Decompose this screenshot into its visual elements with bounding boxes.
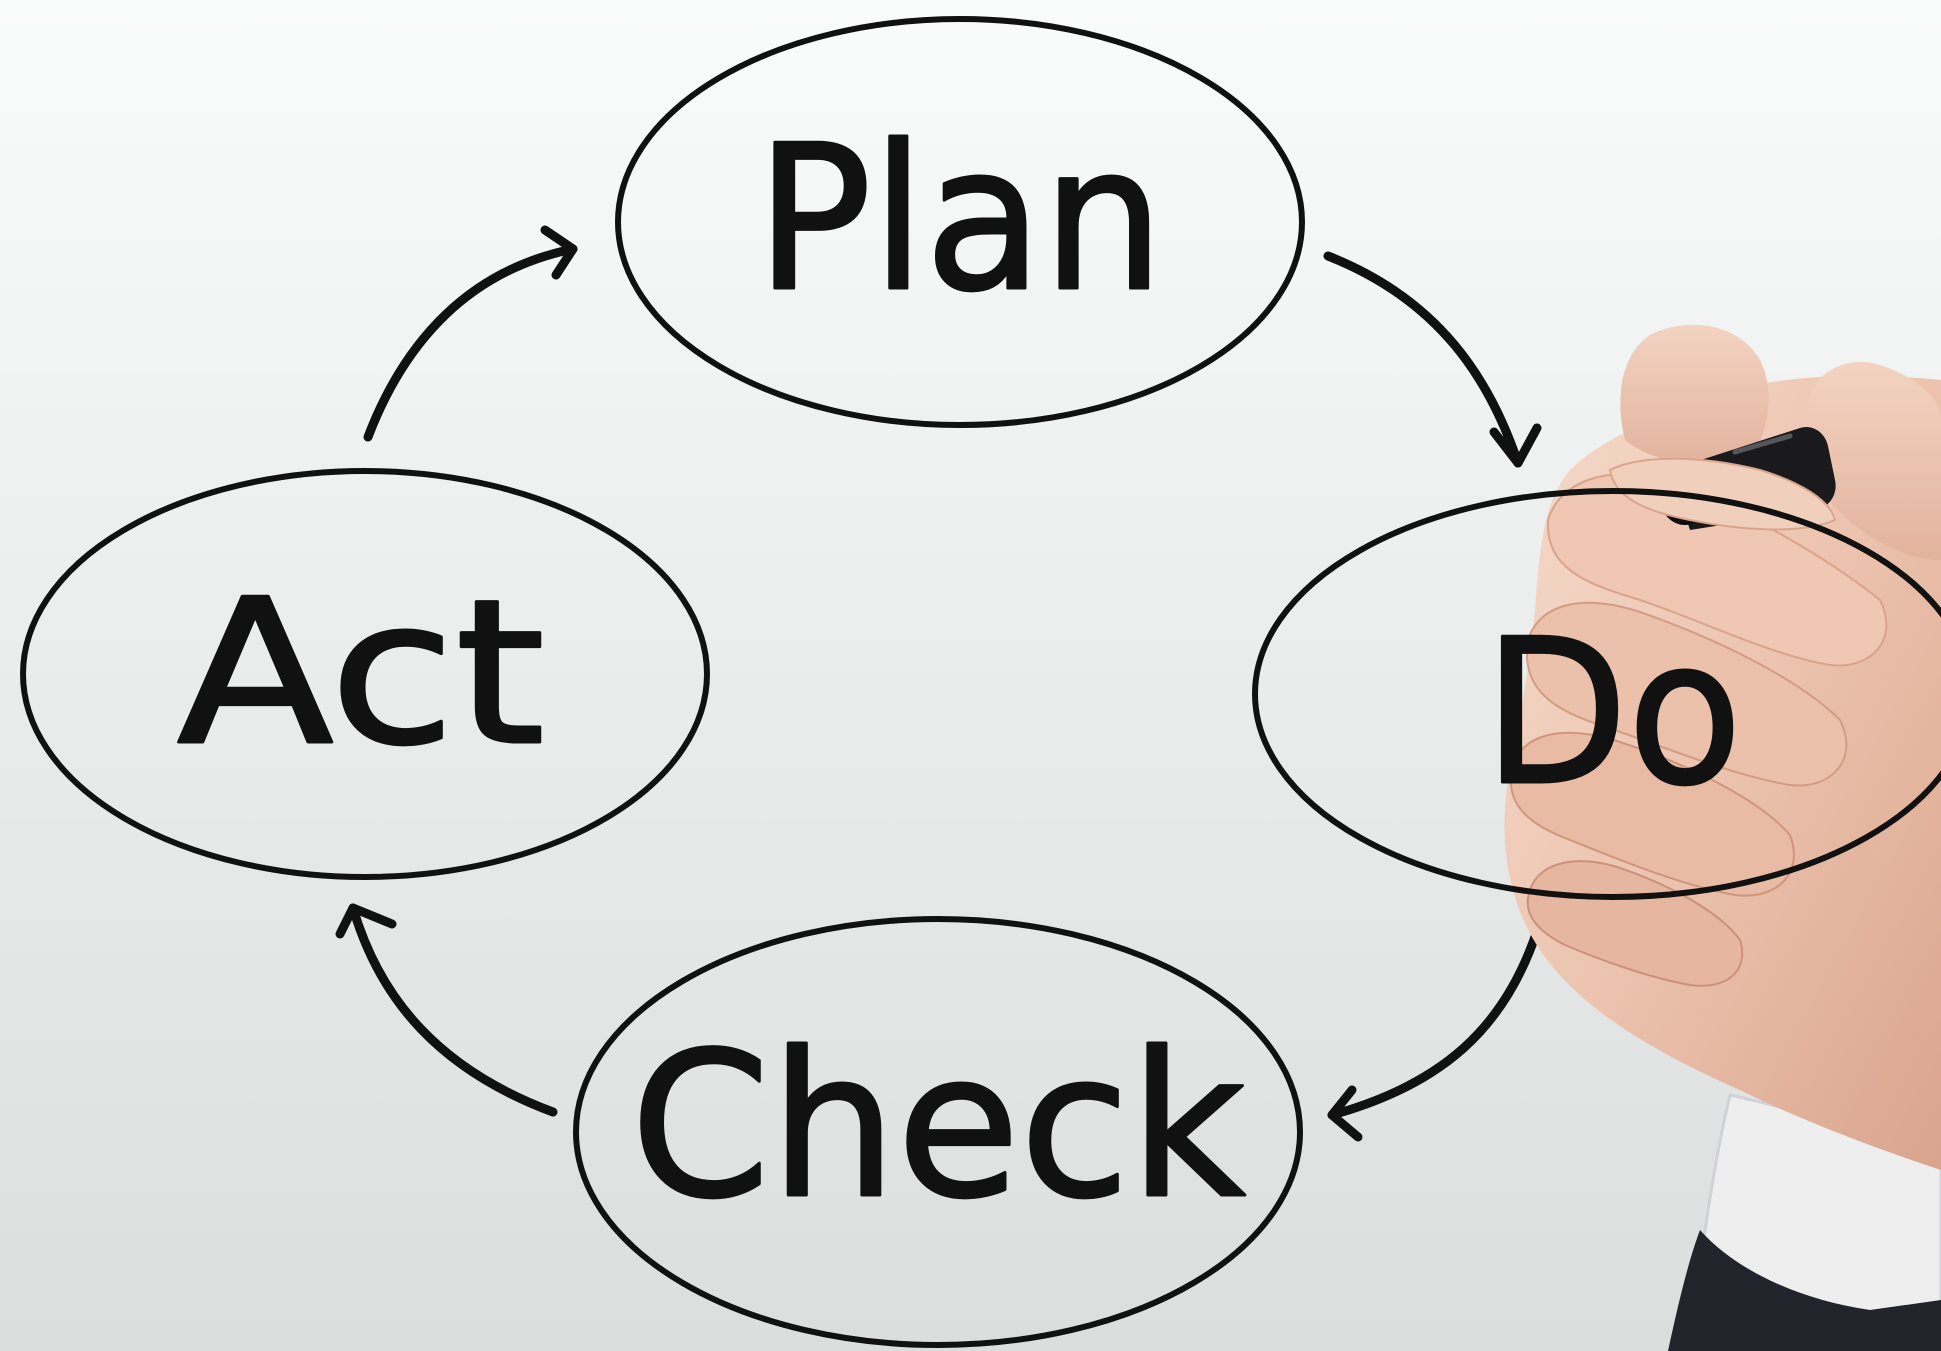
hand-with-marker-illustration <box>1504 324 1941 1351</box>
hand-finger-4 <box>1526 860 1743 987</box>
check-label: Check <box>631 1010 1246 1243</box>
do-ellipse <box>1252 488 1941 900</box>
plan-label: Plan <box>756 103 1164 336</box>
hand-finger-3 <box>1509 731 1795 897</box>
hand-index-finger <box>1620 324 1769 466</box>
jacket-sleeve <box>1668 1230 1941 1351</box>
hand-finger-2 <box>1525 601 1848 787</box>
do-label: Do <box>1484 597 1742 830</box>
check-ellipse <box>573 916 1303 1348</box>
hand-finger-top-right <box>1807 361 1941 560</box>
act-ellipse <box>20 468 710 880</box>
check-node: Check <box>573 916 1303 1348</box>
do-node: Do <box>1252 488 1941 900</box>
check-to-act-arrow <box>335 903 558 1117</box>
plan-node: Plan <box>615 16 1305 428</box>
act-label: Act <box>177 557 545 790</box>
plan-to-do-arrow <box>1323 251 1542 468</box>
act-node: Act <box>20 468 710 880</box>
act-to-plan-arrow <box>363 225 578 442</box>
do-to-check-arrow <box>1327 923 1543 1142</box>
cycle-arrows <box>335 225 1543 1142</box>
plan-ellipse <box>615 16 1305 428</box>
